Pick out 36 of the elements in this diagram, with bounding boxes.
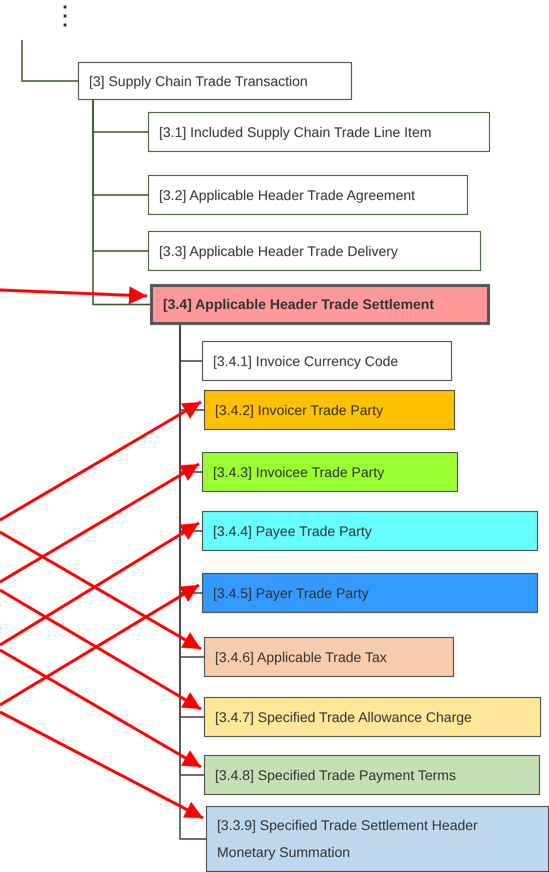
arrow: [0, 462, 200, 584]
node-label: [3.4.2] Invoicer Trade Party: [215, 400, 384, 420]
ellipsis-mark: ⋮: [52, 2, 78, 28]
node-label: [3.4.4] Payee Trade Party: [213, 522, 372, 541]
node-label: [3.4.5] Payer Trade Party: [213, 584, 369, 603]
connector-line: [92, 100, 150, 306]
tree-node-box: [204, 697, 541, 737]
node-label: [3.1] Included Supply Chain Trade Line Item: [159, 122, 432, 142]
node-label: [3.4] Applicable Header Trade Settlement: [163, 295, 434, 314]
tree-node-box: [78, 62, 352, 100]
tree-node-box: [204, 755, 540, 795]
node-label: [3.4.3] Invoicee Trade Party: [213, 462, 384, 482]
node-label: [3] Supply Chain Trade Transaction: [89, 72, 308, 91]
tree-node-box: [148, 112, 490, 152]
tree-node-box: [150, 284, 490, 325]
tree-node-box: [148, 175, 468, 215]
arrow: [0, 710, 204, 820]
tree-node-box: [206, 806, 549, 872]
node-label: [3.4.8] Specified Trade Payment Terms: [215, 766, 456, 785]
arrow: [0, 648, 202, 768]
tree-node-box: [148, 231, 481, 271]
arrow: [0, 286, 148, 304]
connector-line: [21, 40, 78, 82]
tree-node-box: [202, 573, 538, 613]
tree-node-box: [202, 452, 458, 492]
tree-node-box: [202, 511, 538, 551]
node-label: [3.4.7] Specified Trade Allowance Charge: [215, 708, 472, 727]
node-label: [3.4.1] Invoice Currency Code: [213, 352, 398, 371]
node-label: [3.3] Applicable Header Trade Delivery: [159, 242, 398, 261]
node-label: [3.2] Applicable Header Trade Agreement: [159, 186, 416, 205]
tree-node-box: [202, 341, 452, 381]
node-label: [3.3.9] Specified Trade Settlement Header Monetary Summation: [217, 816, 479, 862]
node-label: [3.4.6] Applicable Trade Tax: [215, 648, 387, 667]
tree-node-box: [204, 390, 455, 430]
tree-node-box: [204, 637, 454, 677]
arrow: [0, 400, 202, 522]
